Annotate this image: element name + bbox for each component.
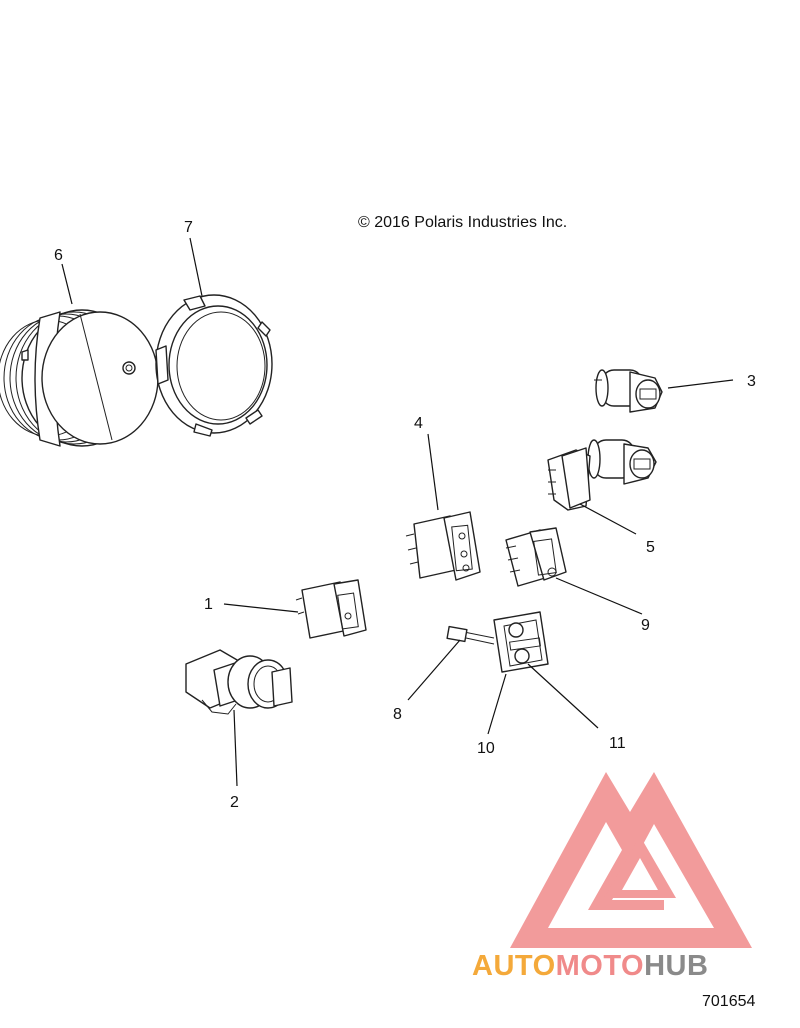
callout-labels: 6 7 3 4 5 1 9 2 8 10 11 (54, 219, 756, 811)
automotohub-watermark: AUTOMOTOHUB (472, 772, 752, 982)
part-5-socket-bracket (547, 439, 657, 511)
callout-6: 6 (54, 247, 63, 264)
callout-10: 10 (477, 740, 495, 757)
callout-7: 7 (184, 219, 193, 236)
part-6-headlight-housing (0, 309, 159, 447)
part-3-power-socket (594, 369, 663, 413)
watermark-text: AUTOMOTOHUB (472, 950, 708, 982)
callout-8: 8 (393, 706, 402, 723)
callout-4: 4 (414, 415, 423, 432)
leader-lines (61, 237, 734, 787)
part-1-switch (295, 579, 367, 639)
part-10-usb-panel (446, 611, 549, 673)
callout-5: 5 (646, 539, 655, 556)
part-4-rocker-switch (405, 511, 481, 581)
part-7-bezel-ring (155, 294, 273, 437)
copyright-text: © 2016 Polaris Industries Inc. (358, 214, 567, 231)
part-9-switch (505, 527, 567, 587)
watermark-auto: AUTO (472, 950, 556, 982)
automotohub-logo-mark (510, 772, 752, 948)
part-2-ignition-switch (185, 649, 293, 715)
watermark-moto: MOTO (556, 950, 644, 982)
callout-9: 9 (641, 617, 650, 634)
callout-2: 2 (230, 794, 239, 811)
watermark-hub: HUB (644, 950, 708, 982)
callout-3: 3 (747, 373, 756, 390)
diagram-number: 701654 (702, 993, 755, 1010)
callout-1: 1 (204, 596, 213, 613)
callout-11: 11 (609, 735, 626, 752)
